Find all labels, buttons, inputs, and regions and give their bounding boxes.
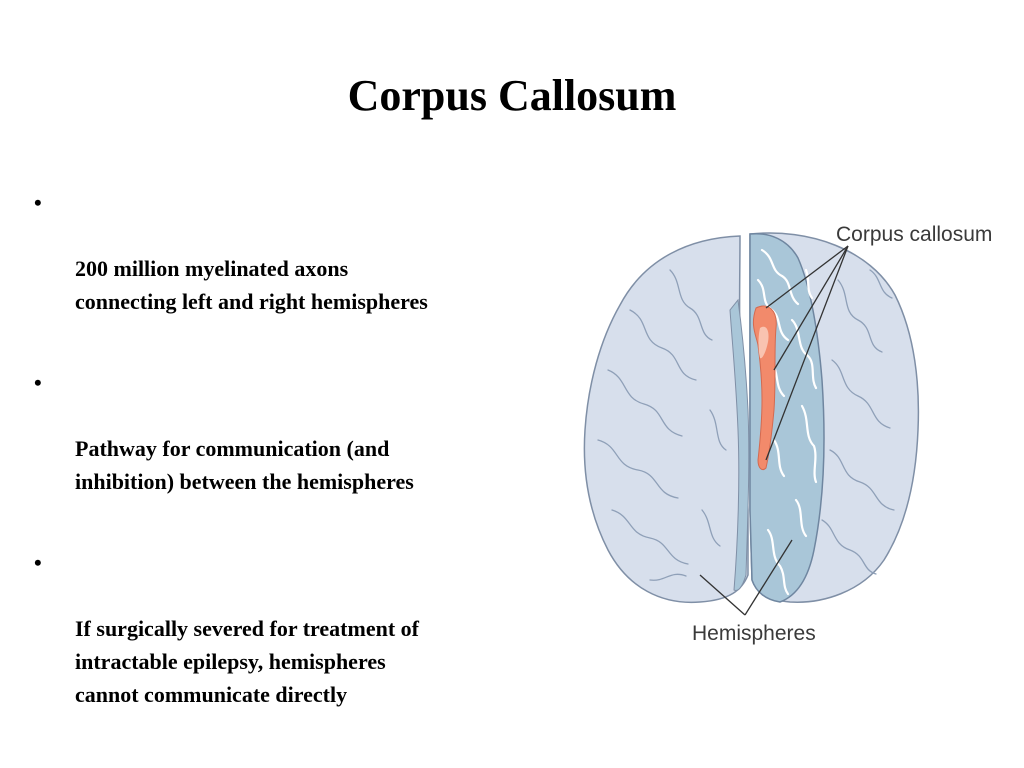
bullet-text: Pathway for communication (and inhibitio… bbox=[75, 436, 414, 494]
left-medial-surface bbox=[729, 298, 750, 591]
leader-lines bbox=[699, 245, 849, 616]
bullet-item: • Pathway for communication (and inhibit… bbox=[30, 366, 550, 498]
slide-title: Corpus Callosum bbox=[347, 71, 677, 120]
bullet-item: • 200 million myelinated axons connectin… bbox=[30, 186, 550, 318]
brain-illustration: Corpus callosum Hemispheres bbox=[570, 210, 1020, 660]
brain-diagram-svg: Corpus callosum Hemispheres bbox=[583, 223, 992, 645]
bullet-list: • 200 million myelinated axons connectin… bbox=[30, 186, 550, 759]
bullet-dot: • bbox=[34, 550, 42, 575]
bullet-dot: • bbox=[34, 190, 42, 215]
bullet-text: If surgically severed for treatment of i… bbox=[75, 616, 419, 707]
gyri-right bbox=[821, 269, 895, 575]
bullet-item: • If surgically severed for treatment of… bbox=[30, 546, 550, 711]
corpus-callosum-label: Corpus callosum bbox=[836, 223, 992, 246]
hemispheres-label: Hemispheres bbox=[692, 622, 816, 645]
bullet-dot: • bbox=[34, 370, 42, 395]
corpus-callosum-inner bbox=[758, 326, 769, 359]
white-matter-pattern bbox=[756, 248, 818, 596]
gyri-left bbox=[597, 269, 727, 581]
bullet-text: 200 million myelinated axons connecting … bbox=[75, 256, 428, 314]
